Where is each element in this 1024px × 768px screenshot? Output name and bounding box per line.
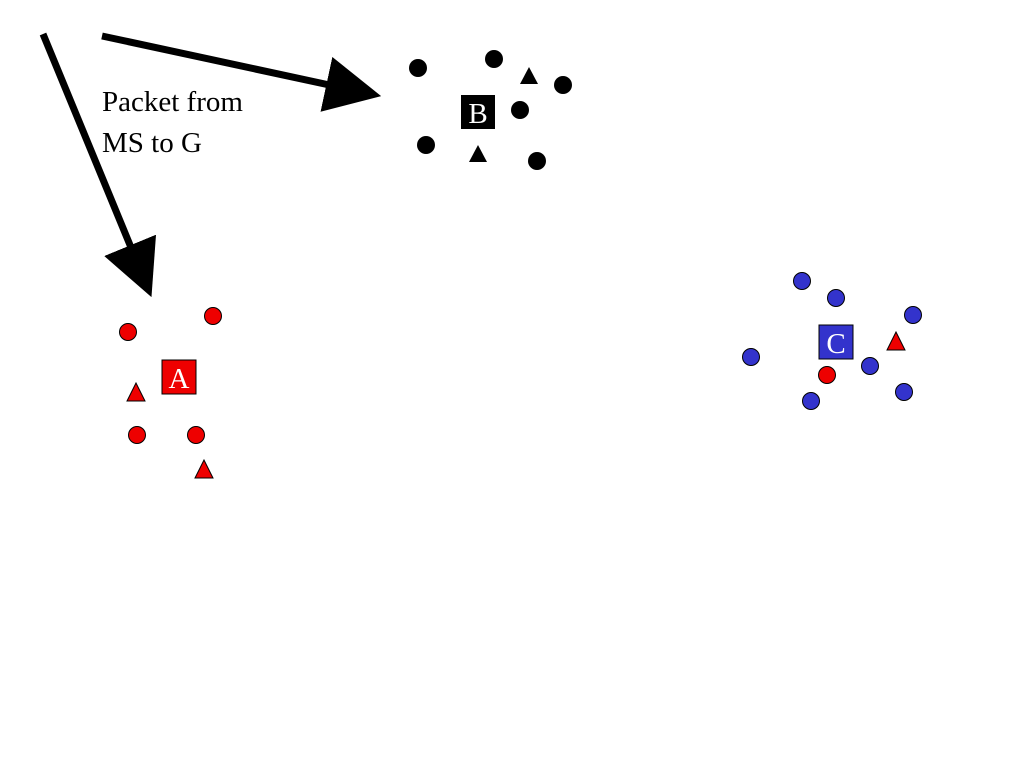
- group-c-node: [742, 348, 760, 366]
- group-b-label: B: [468, 98, 487, 130]
- group-c-node: [861, 357, 879, 375]
- group-b-node: [528, 152, 546, 170]
- group-b-node: [417, 136, 435, 154]
- group-a-node: [128, 426, 146, 444]
- group-b-node: [554, 76, 572, 94]
- group-b-node: [409, 59, 427, 77]
- group-c-gateway-box: [818, 324, 854, 360]
- group-a-label: A: [169, 363, 190, 395]
- group-c-visiting-node: [818, 366, 836, 384]
- group-c-label: C: [826, 328, 845, 360]
- group-b-node: [511, 101, 529, 119]
- group-b-triangle-node: [469, 145, 487, 162]
- group-a-triangle-node: [126, 381, 146, 402]
- packet-caption-line-2: MS to G: [102, 127, 202, 159]
- group-a: A: [119, 307, 222, 479]
- group-b: B: [409, 50, 572, 170]
- group-c-visiting-triangle-node: [886, 330, 906, 351]
- group-a-node: [204, 307, 222, 325]
- group-a-node: [187, 426, 205, 444]
- group-a-gateway-box: [161, 359, 197, 395]
- group-c-node: [904, 306, 922, 324]
- group-a-triangle-node: [194, 458, 214, 479]
- group-c-node: [895, 383, 913, 401]
- group-c-node: [793, 272, 811, 290]
- arrow-to-group-b: [101, 32, 382, 112]
- packet-caption: Packet from MS to G: [102, 82, 243, 164]
- group-c: C: [742, 272, 922, 410]
- arrow-to-group-a: [39, 32, 157, 298]
- group-b-node: [485, 50, 503, 68]
- packet-caption-line-1: Packet from: [102, 86, 243, 118]
- group-b-triangle-node: [520, 67, 538, 84]
- group-c-node: [827, 289, 845, 307]
- group-c-node: [802, 392, 820, 410]
- group-b-gateway-box: [461, 95, 495, 129]
- group-a-node: [119, 323, 137, 341]
